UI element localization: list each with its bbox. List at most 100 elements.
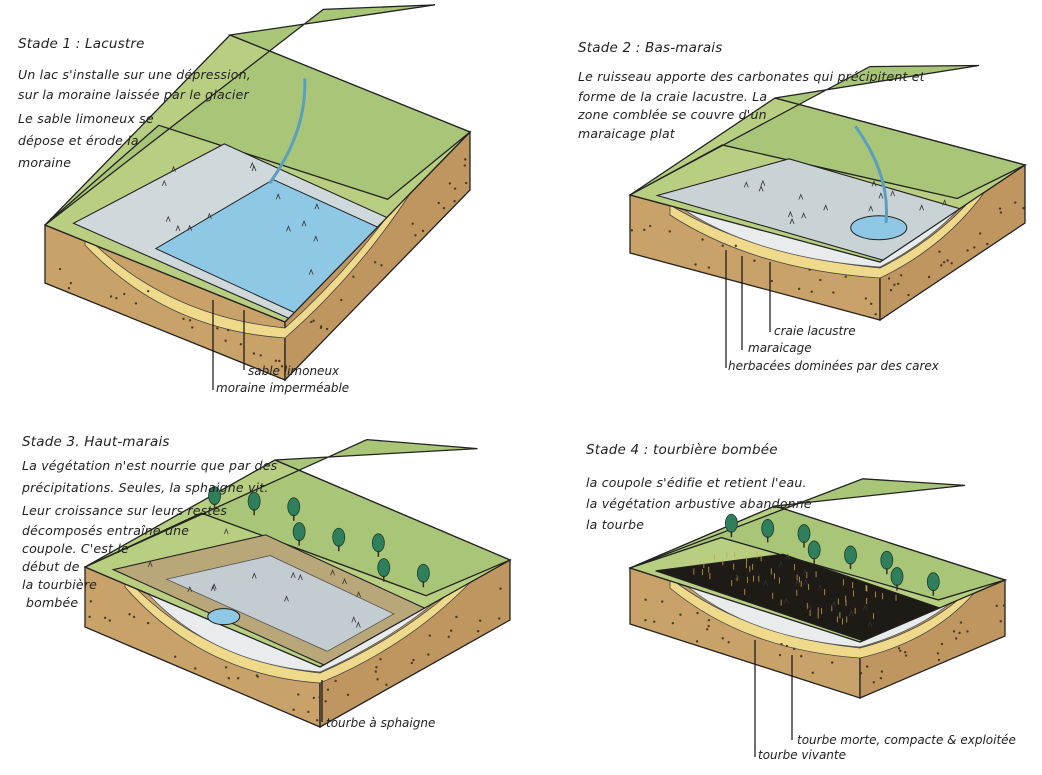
stage-2-soil-grain <box>870 303 872 305</box>
stage-4-soil-grain <box>779 654 781 656</box>
stage-1-soil-grain <box>216 327 218 329</box>
stage-2-soil-grain <box>819 279 821 281</box>
stage-4-soil-grain <box>696 640 698 642</box>
label-craie-lacustre: craie lacustre <box>774 324 856 338</box>
stage-2-text-3: zone comblée se couvre d'un <box>578 104 767 125</box>
stage-3-soil-grain <box>313 697 315 699</box>
stage-4-soil-grain <box>786 645 788 647</box>
stage-4-soil-grain <box>708 619 710 621</box>
stage-3-tree <box>333 528 345 546</box>
label-maraicage: maraicage <box>748 341 812 355</box>
stage-4-soil-grain <box>1000 620 1002 622</box>
label-tourbe-morte: tourbe morte, compacte & exploitée <box>797 733 1016 747</box>
stage-2-soil-grain <box>946 259 948 261</box>
stage-3-tree <box>372 534 384 552</box>
stage-1-soil-grain <box>449 182 451 184</box>
stage-1-title: Stade 1 : Lacustre <box>18 34 145 55</box>
stage-2-soil-grain <box>1000 211 1002 213</box>
stage-2-soil-grain <box>1022 207 1024 209</box>
stage-4-tree <box>725 514 737 532</box>
stage-4-soil-grain <box>881 670 883 672</box>
stage-2-soil-grain <box>708 266 710 268</box>
stage-1-soil-grain <box>115 297 117 299</box>
stage-3-soil-grain <box>292 709 294 711</box>
stage-2-soil-grain <box>986 243 988 245</box>
stage-1-soil-grain <box>465 182 467 184</box>
stage-4-soil-grain <box>679 613 681 615</box>
stage-2-soil-grain <box>938 250 940 252</box>
stage-3-soil-grain <box>297 693 299 695</box>
stage-3-soil-grain <box>455 616 457 618</box>
stage-3-title: Stade 3. Haut-marais <box>22 432 170 453</box>
stage-3-soil-grain <box>237 677 239 679</box>
stage-2-soil-grain <box>844 276 846 278</box>
stage-2-soil-grain <box>943 261 945 263</box>
stage-3-soil-grain <box>327 689 329 691</box>
stage-1-soil-grain <box>326 328 328 330</box>
stage-4-soil-grain <box>653 620 655 622</box>
stage-1-text-3: Le sable limoneux se <box>18 108 154 129</box>
label-tourbe-vivante: tourbe vivante <box>758 748 846 762</box>
stage-2-text-4: maraicage plat <box>578 123 675 144</box>
stage-1-soil-grain <box>380 264 382 266</box>
stage-3-tree <box>293 523 305 541</box>
stage-3-pool <box>208 609 240 625</box>
stage-2-text-1: Le ruisseau apporte des carbonates qui p… <box>578 66 925 87</box>
stage-4-soil-grain <box>722 637 724 639</box>
stage-4-tree <box>845 546 857 564</box>
stage-2-soil-grain <box>832 291 834 293</box>
stage-3-soil-grain <box>347 694 349 696</box>
stage-4-soil-grain <box>793 648 795 650</box>
stage-4-soil-grain <box>672 622 674 624</box>
stage-1-soil-grain <box>340 299 342 301</box>
stage-3-soil-grain <box>133 616 135 618</box>
stage-2-soil-grain <box>979 232 981 234</box>
stage-2-soil-grain <box>753 260 755 262</box>
label-sable-limoneux: sable limoneux <box>248 364 339 378</box>
stage-1-text-1: Un lac s'installe sur une dépression, <box>18 64 251 85</box>
stage-3-soil-grain <box>316 719 318 721</box>
stage-3-tree <box>378 559 390 577</box>
stage-3-soil-grain <box>375 670 377 672</box>
stage-2-soil-grain <box>897 283 899 285</box>
stage-4-soil-grain <box>706 628 708 630</box>
stage-4-tree <box>881 551 893 569</box>
stage-1-soil-grain <box>253 352 255 354</box>
stage-4-tree <box>762 519 774 537</box>
stage-4-tree <box>927 573 939 591</box>
stage-1-text-4: dépose et érode la <box>18 130 139 151</box>
stage-4-soil-grain <box>966 630 968 632</box>
stage-2-soil-grain <box>928 276 930 278</box>
stage-2-soil-grain <box>893 284 895 286</box>
stage-4-text-2: la végétation arbustive abandonne <box>586 493 812 514</box>
label-herbacees: herbacées dominées par des carex <box>728 359 939 373</box>
stage-1-soil-grain <box>189 319 191 321</box>
stage-4-soil-grain <box>644 619 646 621</box>
stage-3-soil-grain <box>334 680 336 682</box>
stage-3-soil-grain <box>450 630 452 632</box>
stage-2-soil-grain <box>940 264 942 266</box>
stage-1-soil-grain <box>422 230 424 232</box>
stage-1-soil-grain <box>278 360 280 362</box>
stage-3-soil-grain <box>128 613 130 615</box>
stage-1-soil-grain <box>182 318 184 320</box>
stage-4-soil-grain <box>707 625 709 627</box>
stage-4-soil-grain <box>898 647 900 649</box>
stage-1-soil-grain <box>312 320 314 322</box>
stage-2-soil-grain <box>1014 201 1016 203</box>
stage-2-soil-grain <box>890 289 892 291</box>
stage-4-soil-grain <box>812 672 814 674</box>
stage-3-soil-grain <box>194 667 196 669</box>
label-moraine-impermeable: moraine imperméable <box>216 381 349 395</box>
stage-3-soil-grain <box>307 711 309 713</box>
stage-4-soil-grain <box>727 641 729 643</box>
stage-3-soil-grain <box>104 617 106 619</box>
stage-4-soil-grain <box>953 630 955 632</box>
stage-3-soil-grain <box>411 662 413 664</box>
stage-3-soil-grain <box>412 659 414 661</box>
stage-1-soil-grain <box>227 329 229 331</box>
stage-4-soil-grain <box>937 652 939 654</box>
stage-3-soil-grain <box>379 658 381 660</box>
